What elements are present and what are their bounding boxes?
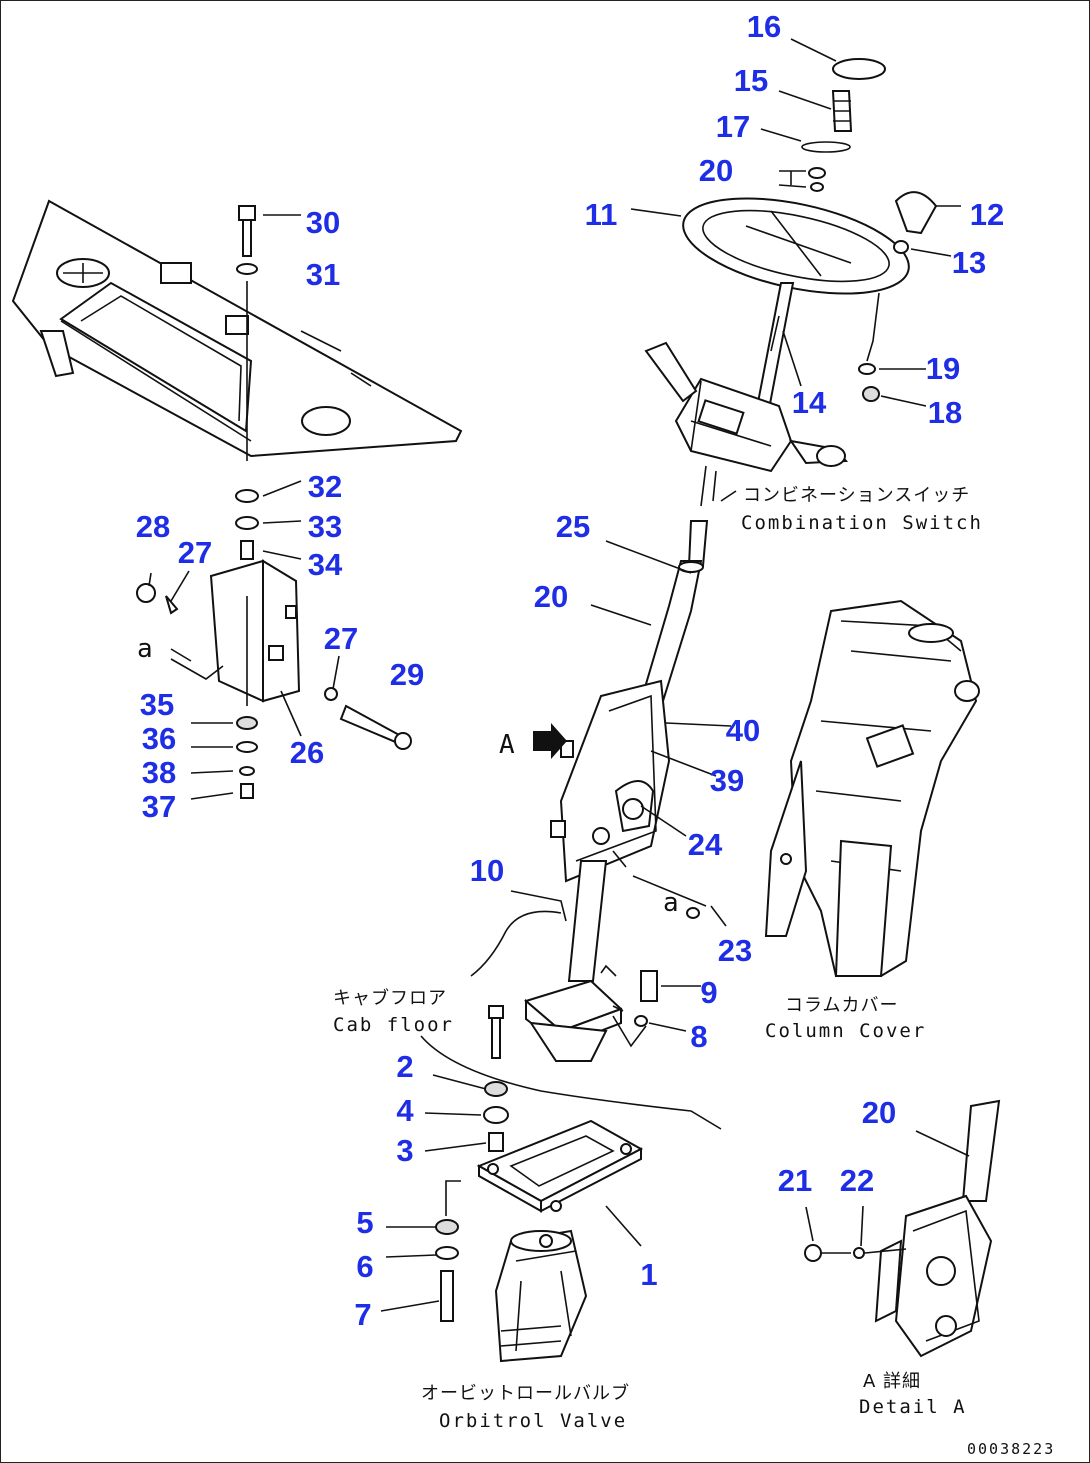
combination-switch-part xyxy=(644,341,849,507)
callout-14: 14 xyxy=(792,385,827,420)
bracket-assembly xyxy=(136,559,412,800)
callout-9: 9 xyxy=(700,975,717,1010)
callout-12: 12 xyxy=(970,197,1004,232)
callout-33: 33 xyxy=(308,509,342,544)
callout-13: 13 xyxy=(952,245,986,280)
callout-10: 10 xyxy=(470,853,504,888)
caption-combination-switch-jp: コンビネーションスイッチ xyxy=(743,485,970,506)
callout-17: 17 xyxy=(716,109,750,144)
drawing-code: 00038223 xyxy=(967,1440,1055,1458)
caption-detail-a-jp: A 詳細 xyxy=(863,1371,921,1392)
dash-fasteners xyxy=(235,205,302,560)
callout-20: 20 xyxy=(534,579,568,614)
callout-32: 32 xyxy=(308,469,342,504)
callout-20: 20 xyxy=(699,153,733,188)
callout-25: 25 xyxy=(556,509,590,544)
callout-19: 19 xyxy=(926,351,960,386)
callout-35: 35 xyxy=(140,687,174,722)
callout-27: 27 xyxy=(324,621,358,656)
callout-27: 27 xyxy=(178,535,212,570)
caption-combination-switch-en: Combination Switch xyxy=(741,512,983,534)
view-arrow-label: A xyxy=(499,730,515,760)
callout-39: 39 xyxy=(710,763,744,798)
callout-6: 6 xyxy=(356,1249,373,1284)
callout-1: 1 xyxy=(640,1257,657,1292)
callout-28: 28 xyxy=(136,509,170,544)
callout-16: 16 xyxy=(747,9,781,44)
callout-15: 15 xyxy=(734,63,768,98)
callout-34: 34 xyxy=(308,547,343,582)
caption-column-cover-en: Column Cover xyxy=(765,1020,926,1042)
caption-cab-floor-en: Cab floor xyxy=(333,1014,454,1036)
caption-orbitrol-valve-jp: オービットロールバルブ xyxy=(421,1382,630,1404)
callout-5: 5 xyxy=(356,1205,373,1240)
orbitrol-valve-part xyxy=(494,1229,588,1363)
callout-31: 31 xyxy=(306,257,340,292)
column-cover-part xyxy=(764,599,980,977)
callout-21: 21 xyxy=(778,1163,812,1198)
caption-cab-floor-jp: キャブフロア xyxy=(333,987,447,1009)
callout-30: 30 xyxy=(306,205,340,240)
callout-22: 22 xyxy=(840,1163,874,1198)
detail-a-part xyxy=(804,1099,1001,1358)
callout-24: 24 xyxy=(688,827,723,862)
callout-37: 37 xyxy=(142,789,176,824)
callout-26: 26 xyxy=(290,735,324,770)
callout-2: 2 xyxy=(396,1049,413,1084)
cab-floor-outline xyxy=(420,910,722,1130)
steering-column-part xyxy=(510,520,732,1062)
mount-plate-group xyxy=(380,1005,644,1322)
callout-23: 23 xyxy=(718,933,752,968)
callout-18: 18 xyxy=(928,395,962,430)
callout-11: 11 xyxy=(585,197,618,232)
caption-detail-a-en: Detail A xyxy=(859,1396,967,1418)
callout-7: 7 xyxy=(354,1297,371,1332)
callout-36: 36 xyxy=(142,721,176,756)
callout-29: 29 xyxy=(390,657,424,692)
caption-orbitrol-valve-en: Orbitrol Valve xyxy=(439,1410,627,1432)
callout-4: 4 xyxy=(396,1093,414,1128)
caption-column-cover-jp: コラムカバー xyxy=(785,995,898,1016)
callout-20: 20 xyxy=(862,1095,896,1130)
callout-38: 38 xyxy=(142,755,176,790)
dash-panel xyxy=(11,199,463,458)
reference-mark-a-left: a xyxy=(137,634,153,664)
callout-3: 3 xyxy=(396,1133,413,1168)
callout-8: 8 xyxy=(690,1019,707,1054)
callout-40: 40 xyxy=(726,713,760,748)
reference-mark-a-right: a xyxy=(663,888,679,918)
